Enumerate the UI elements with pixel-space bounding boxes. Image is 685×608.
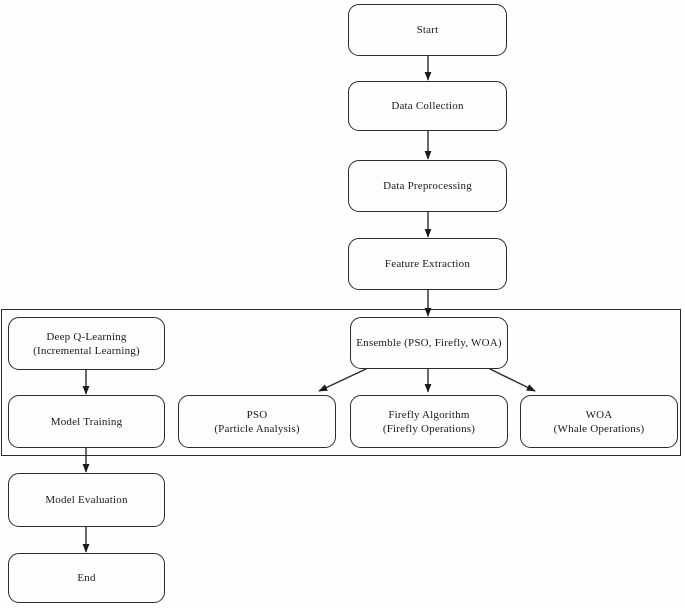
node-data-collection: Data Collection: [348, 81, 507, 131]
node-model-training-label: Model Training: [50, 415, 123, 428]
node-model-training: Model Training: [8, 395, 165, 448]
node-pso: PSO (Particle Analysis): [178, 395, 336, 448]
node-data-collection-label: Data Collection: [391, 100, 464, 112]
node-woa: WOA (Whale Operations): [520, 395, 678, 448]
node-data-preprocessing: Data Preprocessing: [348, 160, 507, 212]
node-firefly-line1: Firefly Algorithm: [388, 408, 470, 421]
node-ensemble-label: Ensemble (PSO, Firefly, WOA): [356, 337, 502, 349]
node-firefly-line2: (Firefly Operations): [382, 422, 476, 435]
node-data-preprocessing-label: Data Preprocessing: [383, 180, 472, 192]
node-end-label: End: [77, 572, 96, 584]
node-deep-q-learning-line1: Deep Q-Learning: [46, 330, 127, 343]
node-end: End: [8, 553, 165, 603]
ensemble-group-box: [1, 309, 681, 456]
node-start-label: Start: [416, 24, 439, 36]
node-start: Start: [348, 4, 507, 56]
node-model-evaluation: Model Evaluation: [8, 473, 165, 527]
node-firefly-algorithm: Firefly Algorithm (Firefly Operations): [350, 395, 508, 448]
node-woa-line2: (Whale Operations): [553, 422, 645, 435]
node-deep-q-learning: Deep Q-Learning (Incremental Learning): [8, 317, 165, 370]
node-feature-extraction-label: Feature Extraction: [384, 258, 471, 270]
node-feature-extraction: Feature Extraction: [348, 238, 507, 290]
node-pso-line2: (Particle Analysis): [214, 422, 300, 435]
node-deep-q-learning-line2: (Incremental Learning): [33, 344, 140, 357]
node-model-evaluation-label: Model Evaluation: [45, 494, 128, 506]
node-woa-line1: WOA: [585, 408, 613, 421]
node-ensemble: Ensemble (PSO, Firefly, WOA): [350, 317, 508, 369]
node-pso-line1: PSO: [246, 408, 268, 421]
